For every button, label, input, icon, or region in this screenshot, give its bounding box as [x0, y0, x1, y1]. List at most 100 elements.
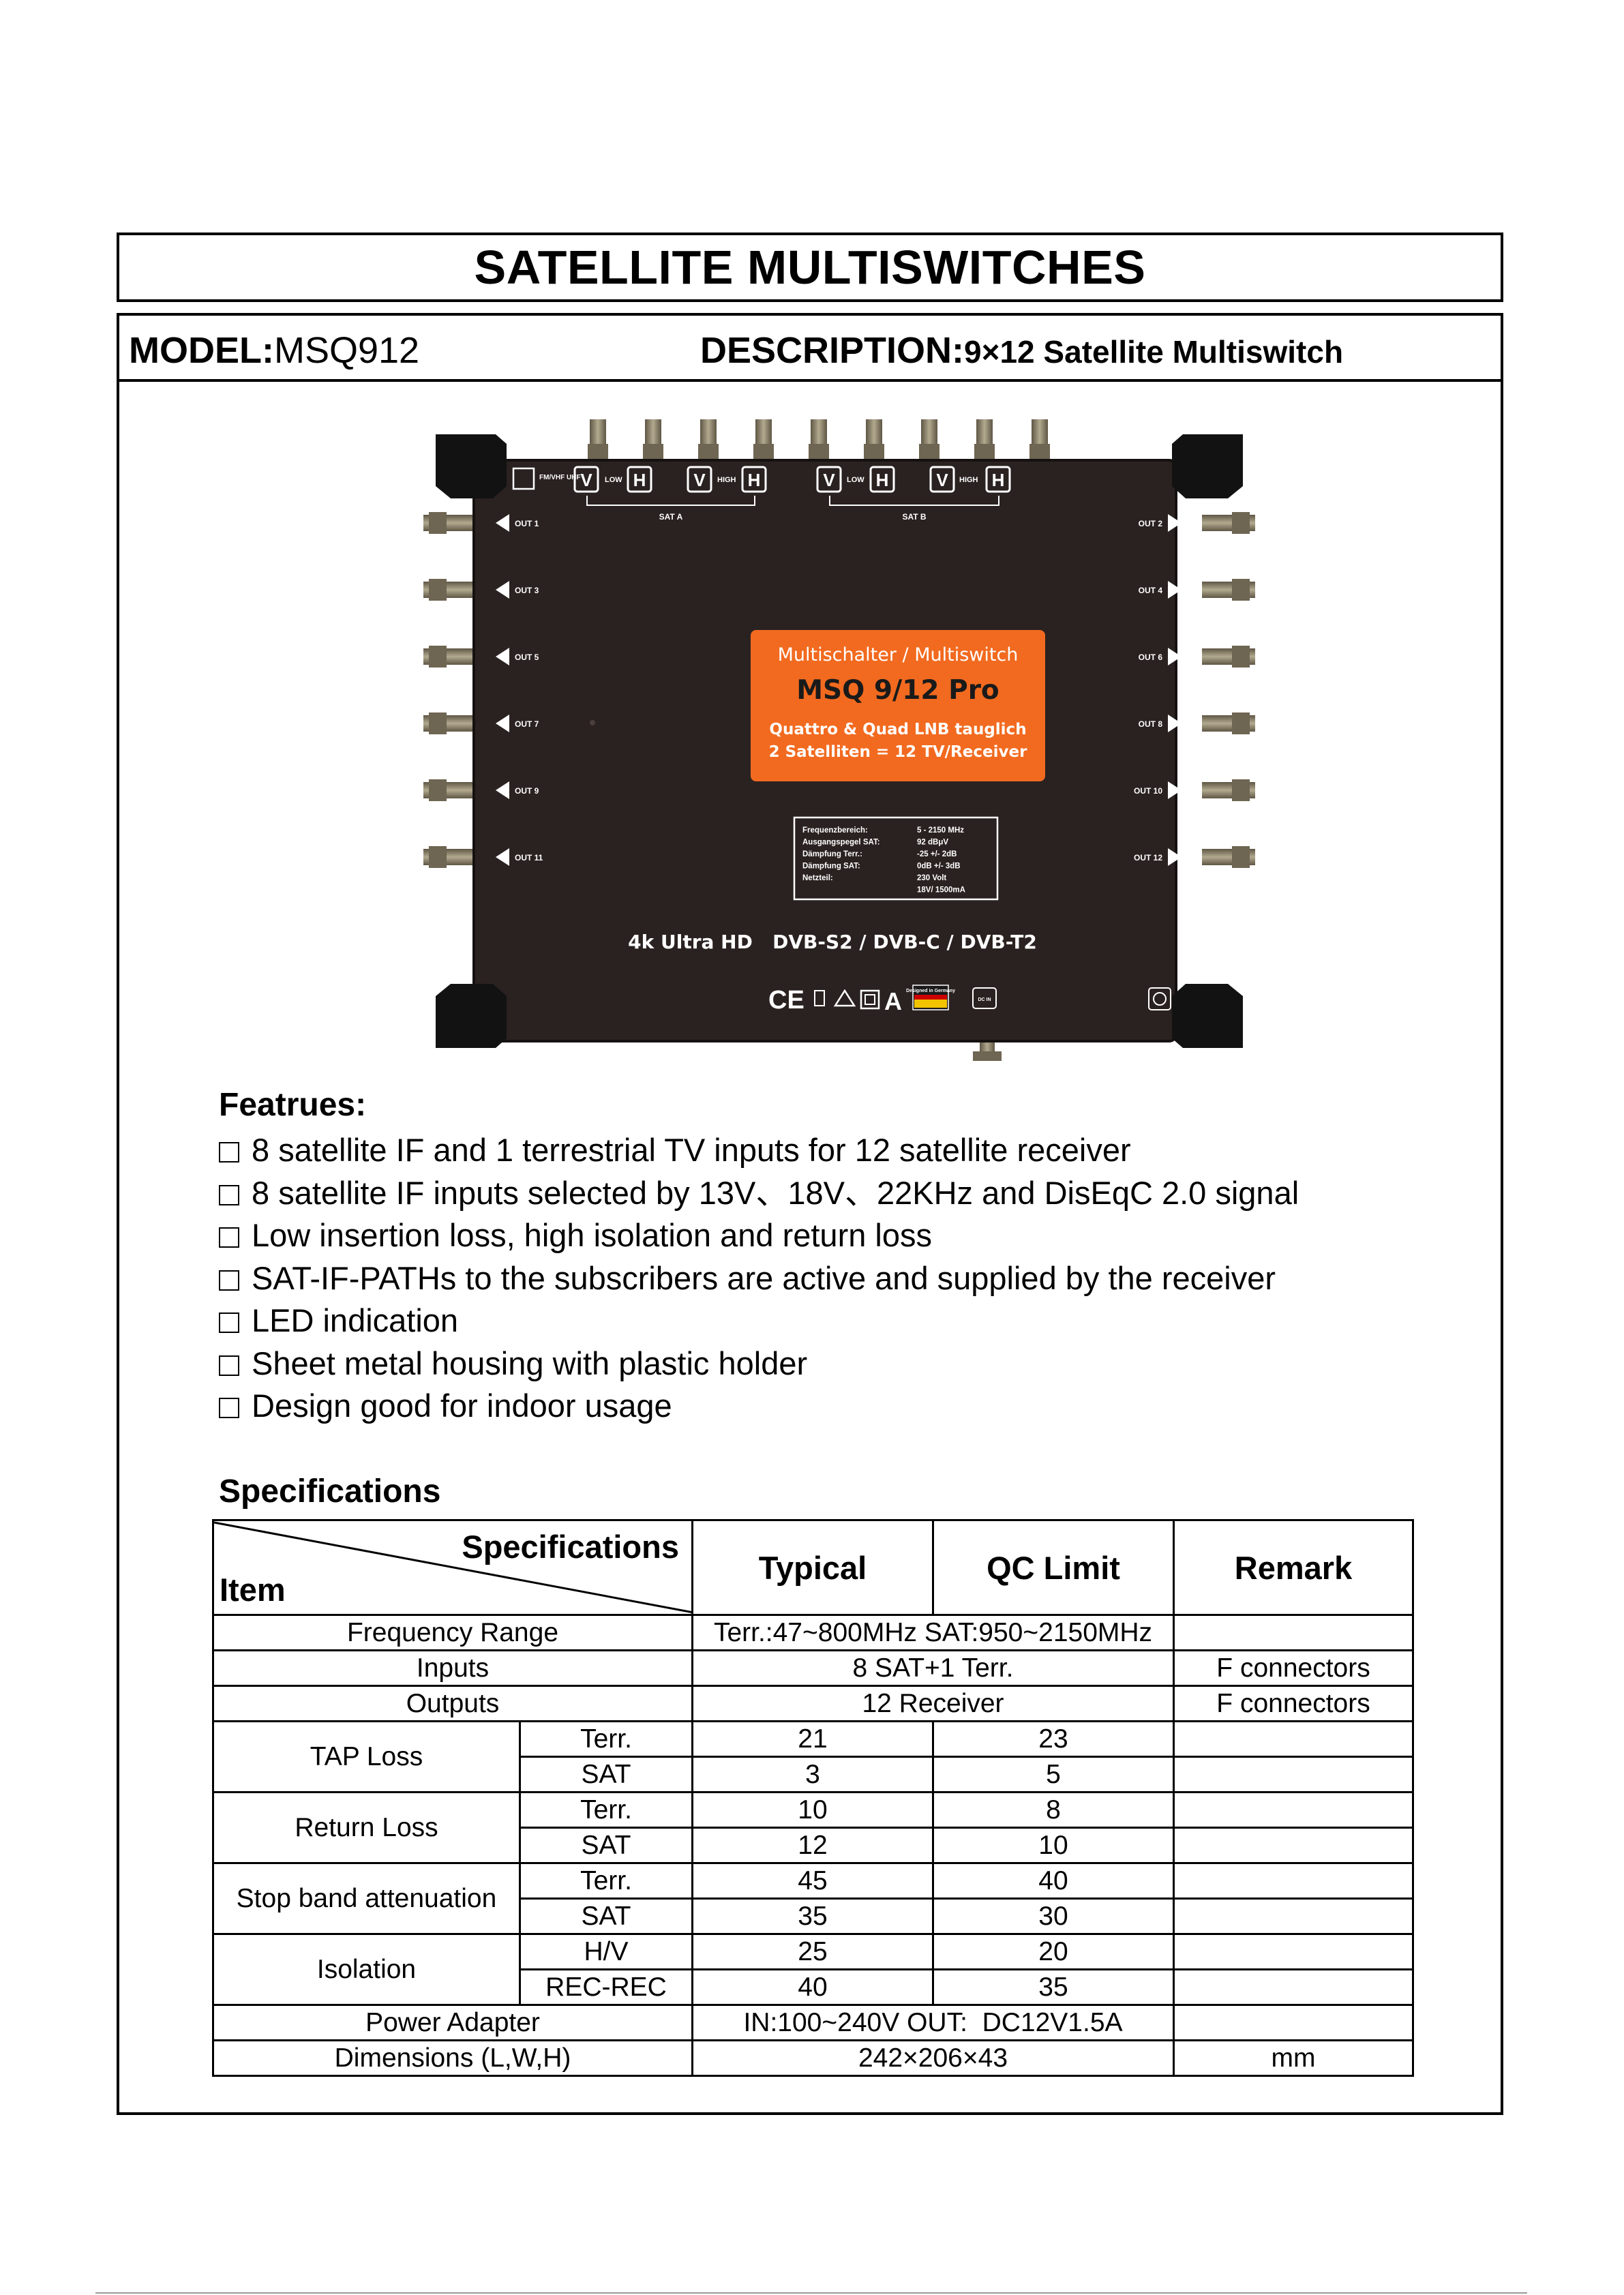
model: MODEL:MSQ912 [129, 329, 419, 372]
qc-cell: 30 [932, 1897, 1175, 1935]
item-cell: Outputs [212, 1685, 693, 1722]
side-connectors [423, 512, 1255, 868]
sub-item-cell: Terr. [519, 1791, 693, 1829]
plate-value: -25 +/- 2dB [917, 850, 957, 858]
table-row: Inputs 8 SAT+1 Terr. F connectors [212, 1649, 1414, 1687]
model-description-row: MODEL:MSQ912 DESCRIPTION:9×12 Satellite … [119, 316, 1501, 382]
out-label: OUT 2 [1139, 519, 1163, 528]
bottom-connector-nut [973, 1051, 1002, 1061]
remark-cell [1173, 1862, 1414, 1900]
f-connector-nut [1232, 512, 1250, 534]
device-bottom-text: 4k Ultra HD DVB-S2 / DVB-C / DVB-T2 [628, 931, 1037, 953]
typical-cell: 35 [691, 1897, 934, 1935]
item-cell: Stop band attenuation [212, 1862, 521, 1935]
features-heading: Featrues: [219, 1087, 367, 1123]
corner-holder-br [1172, 984, 1243, 1048]
arrow-right-icon [1168, 581, 1182, 599]
feature-item: Design good for indoor usage [219, 1385, 1299, 1428]
f-connector-nut [864, 444, 884, 462]
item-cell: TAP Loss [212, 1720, 521, 1793]
header-specifications: Specifications [462, 1529, 679, 1565]
label-v: V [693, 470, 706, 490]
out-label: OUT 9 [515, 786, 539, 796]
description: DESCRIPTION:9×12 Satellite Multiswitch [700, 329, 1343, 372]
specifications-table: Specifications Item Typical QC Limit Rem… [212, 1519, 1414, 2077]
label-h: H [748, 470, 761, 490]
qc-cell: 35 [932, 1968, 1175, 2006]
remark-cell [1173, 1827, 1414, 1864]
typical-cell: 40 [691, 1968, 934, 2006]
out-label: OUT 7 [515, 719, 539, 729]
remark-cell: F connectors [1173, 1685, 1414, 1722]
diagonal-line [214, 1521, 693, 1614]
out-label: OUT 4 [1139, 586, 1163, 595]
qc-cell: 40 [932, 1862, 1175, 1900]
description-value: 9×12 Satellite Multiswitch [964, 334, 1344, 370]
specifications-heading: Specifications [219, 1473, 441, 1510]
title-box: SATELLITE MULTISWITCHES [117, 232, 1503, 302]
label-v: V [580, 470, 592, 490]
out-label: OUT 5 [515, 652, 539, 662]
model-label: MODEL: [129, 330, 274, 371]
arrow-right-icon [1168, 514, 1182, 532]
arrow-right-icon [1168, 848, 1182, 866]
badge-line-2: MSQ 9/12 Pro [796, 675, 999, 706]
plate-key: Netzteil: [802, 874, 833, 882]
f-connector-nut [1232, 779, 1250, 801]
checkbox-icon [219, 1270, 239, 1291]
table-row: Stop band attenuation Terr. 45 40 [212, 1862, 1414, 1935]
qc-cell: 5 [932, 1756, 1175, 1793]
f-connector-nut [809, 444, 829, 462]
feature-text: LED indication [252, 1302, 459, 1338]
remark-cell [1173, 1720, 1414, 1758]
features-list: 8 satellite IF and 1 terrestrial TV inpu… [219, 1129, 1299, 1428]
checkbox-icon [219, 1227, 239, 1248]
corner-holder-tl [436, 434, 507, 498]
checkbox-icon [219, 1312, 239, 1333]
f-connector-nut [643, 444, 663, 462]
plate-key: Dämpfung SAT: [802, 862, 860, 871]
out-label: OUT 12 [1134, 853, 1162, 862]
top-connectors [588, 419, 1050, 464]
sub-item-cell: Terr. [519, 1720, 693, 1758]
f-connector-nut [1232, 579, 1250, 601]
checkbox-icon [219, 1184, 239, 1205]
a-mark-icon: A [884, 987, 902, 1015]
feature-item: Sheet metal housing with plastic holder [219, 1342, 1299, 1385]
typical-cell: 12 [691, 1827, 934, 1864]
sub-item-cell: REC-REC [519, 1968, 693, 2006]
f-connector-nut [588, 444, 608, 462]
sat-a-labels: V LOW H V HIGH H SAT A [573, 466, 767, 522]
designed-in-germany-text: Designed in Germany [906, 989, 955, 993]
badge-line-4: 2 Satelliten = 12 TV/Receiver [769, 743, 1028, 761]
label-v: V [936, 470, 948, 490]
f-connector-nut [429, 512, 447, 534]
header-remark: Remark [1173, 1519, 1414, 1616]
out-label: OUT 1 [515, 519, 539, 528]
table-row: TAP Loss Terr. 21 23 [212, 1720, 1414, 1793]
value-cell: 242×206×43 [691, 2039, 1175, 2077]
item-cell: Dimensions (L,W,H) [212, 2039, 693, 2077]
spec-plate [793, 816, 999, 901]
plate-value: 230 Volt [917, 874, 946, 882]
screw [590, 720, 595, 725]
product-image: FM/VHF UHF V LOW H V HIGH H SAT A V LOW [423, 419, 1255, 1061]
sat-b-labels: V LOW H V HIGH H SAT B [816, 466, 1011, 522]
certification-marks: CE A Designed in Germany DC IN [768, 985, 1171, 1015]
house-icon [833, 989, 856, 1007]
typical-cell: 10 [691, 1791, 934, 1829]
arrow-left-icon [496, 781, 509, 799]
feature-item: SAT-IF-PATHs to the subscribers are acti… [219, 1257, 1299, 1300]
table-row: SAT 3 5 [213, 1756, 1414, 1793]
sub-item-cell: Terr. [519, 1862, 693, 1900]
main-box: MODEL:MSQ912 DESCRIPTION:9×12 Satellite … [117, 313, 1503, 2115]
label-low: LOW [847, 476, 864, 484]
corner-holder-bl [436, 984, 507, 1048]
badge-line-3: Quattro & Quad LNB tauglich [769, 721, 1026, 738]
sub-item-cell: SAT [519, 1827, 693, 1864]
checkbox-icon [219, 1355, 239, 1376]
corner-holder-tr [1172, 434, 1243, 498]
feature-item: 8 satellite IF inputs selected by 13V、18… [219, 1172, 1299, 1215]
arrow-right-icon [1168, 648, 1182, 665]
label-sat-b: SAT B [902, 512, 926, 522]
